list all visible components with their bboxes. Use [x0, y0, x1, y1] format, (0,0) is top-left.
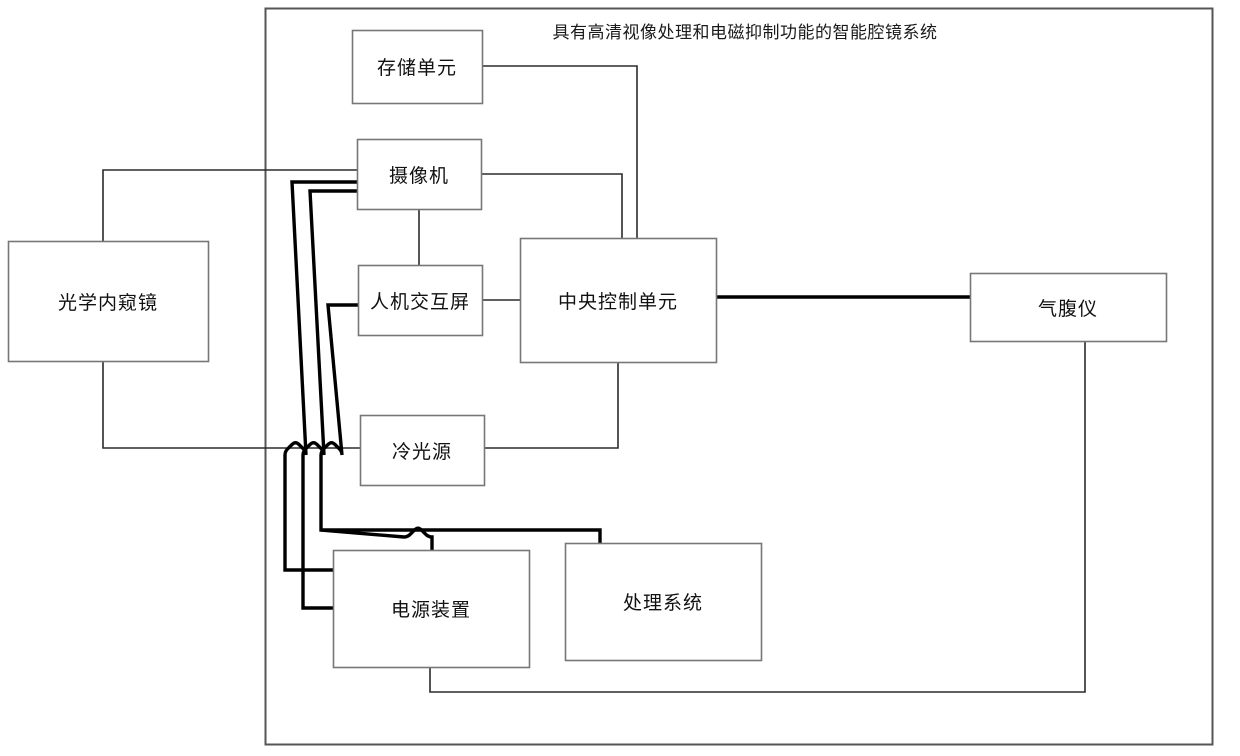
wire-power-to-hmi	[301, 189, 357, 610]
box-cold-light-source[interactable]	[359, 414, 486, 487]
box-processing-system[interactable]	[564, 542, 763, 662]
wires-thin	[102, 65, 1086, 693]
wire-power-to-insufflator	[429, 341, 1086, 693]
box-insufflator[interactable]	[969, 272, 1168, 343]
wire-power-to-camera	[283, 180, 357, 572]
box-optical-endoscope[interactable]	[7, 240, 210, 363]
box-storage-unit[interactable]	[351, 29, 484, 105]
box-camera[interactable]	[356, 138, 483, 211]
wires-thick	[283, 180, 970, 610]
box-central-control[interactable]	[519, 237, 718, 364]
system-boundary	[264, 7, 1214, 746]
wire-control-to-coldlight	[484, 362, 619, 449]
enclosure-group	[264, 7, 1214, 746]
wire-camera-to-control	[481, 173, 623, 238]
wire-storage-to-control	[482, 65, 638, 238]
wire-endoscope-to-coldlight	[102, 361, 360, 449]
wire-power-to-processing	[321, 528, 602, 543]
figure-title: 具有高清视像处理和电磁抑制功能的智能腔镜系统	[552, 23, 938, 43]
box-power-supply[interactable]	[332, 549, 531, 669]
box-hmi-screen[interactable]	[357, 264, 484, 337]
node-boxes	[7, 29, 1168, 669]
wire-power-to-coldlight	[319, 303, 434, 550]
wire-camera-to-endoscope	[102, 169, 357, 241]
